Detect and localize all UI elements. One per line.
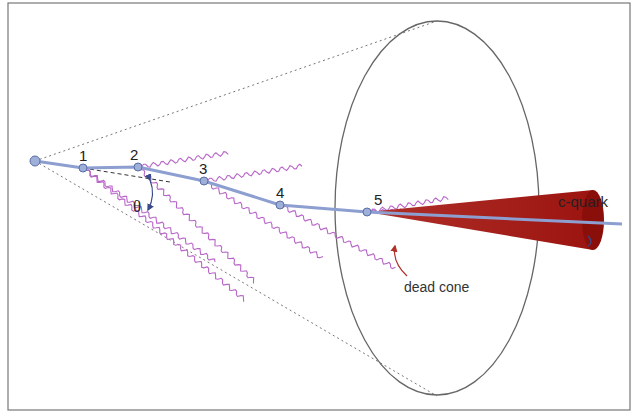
frame xyxy=(8,3,630,410)
gluon xyxy=(138,152,228,168)
gluon xyxy=(83,168,244,302)
callout-number: 4 xyxy=(276,185,284,200)
callout-number: 2 xyxy=(130,147,138,162)
angle-arc xyxy=(148,180,153,210)
angle-label: θ xyxy=(133,198,141,215)
gluon xyxy=(204,181,323,258)
callout-number: 1 xyxy=(79,148,87,163)
vertices xyxy=(30,156,371,216)
spin-arrow xyxy=(588,236,591,246)
gluon xyxy=(138,167,254,284)
quark-line xyxy=(35,161,622,224)
gluon xyxy=(204,164,302,181)
callout-number: 3 xyxy=(199,161,207,176)
particle-label: c-quark xyxy=(558,194,608,209)
pointer xyxy=(395,246,408,276)
gluon xyxy=(280,205,395,269)
gluon xyxy=(83,168,215,262)
region-label: dead cone xyxy=(404,280,469,294)
gluon-lines xyxy=(83,152,448,302)
cone-edge xyxy=(35,21,437,161)
callout-number: 5 xyxy=(374,192,382,207)
cone-edge xyxy=(35,161,437,396)
